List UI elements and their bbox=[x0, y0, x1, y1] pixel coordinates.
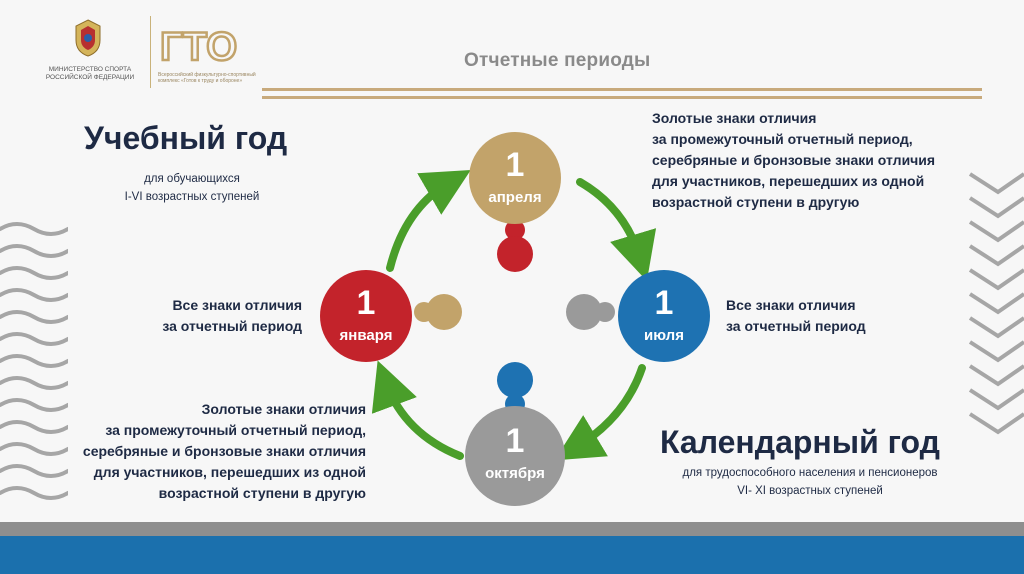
gto-logo: ГТО bbox=[159, 24, 238, 68]
footer-gray-band bbox=[0, 522, 1024, 536]
right-chevron-decoration bbox=[968, 172, 1024, 435]
april-month: апреля bbox=[488, 189, 541, 206]
ministry-emblem-icon bbox=[75, 19, 101, 57]
january-disc bbox=[320, 270, 412, 362]
left-wave-decoration bbox=[0, 222, 68, 500]
text-line: за промежуточный отчетный период, bbox=[105, 422, 366, 438]
footer-blue-band bbox=[0, 536, 1024, 574]
text-line: за отчетный период bbox=[726, 318, 866, 334]
july-circle: 1 июля bbox=[618, 270, 710, 362]
text-line: Все знаки отличия bbox=[172, 297, 302, 313]
text-line: для участников, перешедших из одной bbox=[652, 173, 925, 189]
study-year-line-2: I-VI возрастных ступеней bbox=[124, 191, 260, 203]
january-month: января bbox=[340, 327, 393, 344]
text-line: Золотые знаки отличия bbox=[652, 110, 817, 126]
october-disc bbox=[465, 406, 565, 506]
reporting-cycle-diagram: 1 апреля 1 января 1 июля 1 октября bbox=[320, 132, 710, 506]
text-line: серебряные и бронзовые знаки отличия bbox=[652, 152, 936, 168]
logo-divider bbox=[150, 16, 151, 88]
july-number: 1 bbox=[655, 284, 674, 322]
text-line: для участников, перешедших из одной bbox=[93, 464, 366, 480]
july-disc bbox=[618, 270, 710, 362]
april-pendant bbox=[497, 220, 533, 272]
top-right-description: Золотые знаки отличия за промежуточный о… bbox=[652, 108, 972, 213]
bottom-left-description: Золотые знаки отличия за промежуточный о… bbox=[58, 399, 366, 504]
title-rule-top bbox=[262, 88, 982, 91]
january-circle: 1 января bbox=[320, 270, 412, 362]
text-line: возрастной ступени в другую bbox=[652, 194, 860, 210]
text-line: Все знаки отличия bbox=[726, 297, 856, 313]
july-month: июля bbox=[644, 327, 684, 344]
calendar-year-line-2: VI- XI возрастных ступеней bbox=[737, 485, 883, 497]
april-circle: 1 апреля bbox=[469, 132, 561, 224]
study-year-title: Учебный год bbox=[84, 120, 288, 156]
calendar-year-title: Календарный год bbox=[660, 424, 940, 460]
calendar-year-subtitle: для трудоспособного населения и пенсионе… bbox=[650, 464, 970, 500]
july-pendant bbox=[566, 294, 615, 330]
text-line: серебряные и бронзовые знаки отличия bbox=[82, 443, 366, 459]
october-circle: 1 октября bbox=[465, 406, 565, 506]
text-line: Золотые знаки отличия bbox=[201, 401, 366, 417]
october-number: 1 bbox=[506, 422, 525, 460]
january-pendant bbox=[414, 294, 462, 330]
logo-block: МИНИСТЕРСТВО СПОРТА РОССИЙСКОЙ ФЕДЕРАЦИИ… bbox=[40, 14, 260, 94]
october-month: октября bbox=[485, 465, 545, 482]
page-title: Отчетные периоды bbox=[464, 50, 651, 71]
gto-subtitle: Всероссийский физкультурно-спортивный ко… bbox=[158, 72, 256, 84]
arrow-july-to-october bbox=[554, 364, 646, 461]
ministry-name: МИНИСТЕРСТВО СПОРТА РОССИЙСКОЙ ФЕДЕРАЦИИ bbox=[45, 66, 135, 81]
calendar-year-line-1: для трудоспособного населения и пенсионе… bbox=[682, 467, 938, 479]
study-year-subtitle: для обучающихся I-VI возрастных ступеней bbox=[84, 170, 300, 206]
arrow-october-to-january bbox=[371, 360, 464, 460]
study-year-line-1: для обучающихся bbox=[144, 173, 240, 185]
title-rule-bottom bbox=[262, 96, 982, 99]
left-middle-description: Все знаки отличия за отчетный период bbox=[96, 295, 302, 337]
january-number: 1 bbox=[357, 284, 376, 322]
right-middle-description: Все знаки отличия за отчетный период bbox=[726, 295, 946, 337]
gto-logo-text: ГТО bbox=[160, 25, 237, 68]
arrow-april-to-july bbox=[576, 178, 657, 281]
text-line: за отчетный период bbox=[162, 318, 302, 334]
arrow-january-to-april bbox=[386, 169, 471, 272]
text-line: возрастной ступени в другую bbox=[158, 485, 366, 501]
text-line: за промежуточный отчетный период, bbox=[652, 131, 913, 147]
april-disc bbox=[469, 132, 561, 224]
april-number: 1 bbox=[506, 146, 525, 184]
